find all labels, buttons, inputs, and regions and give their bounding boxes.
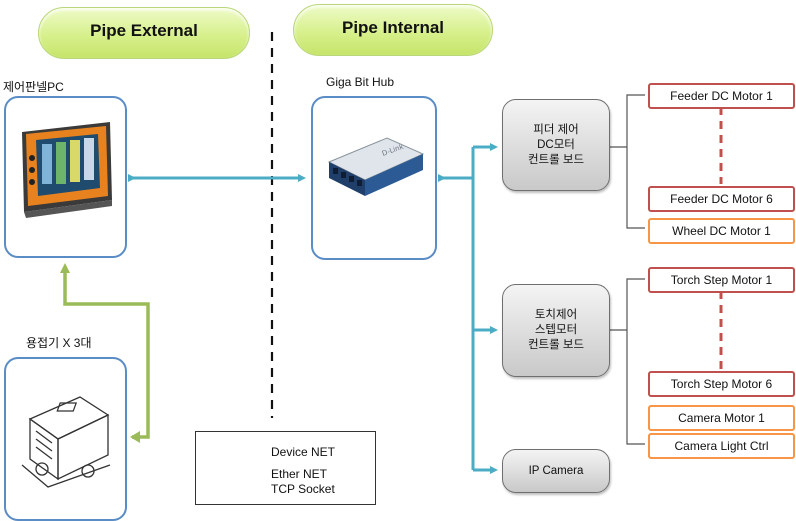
torch-board-line3: 컨트롤 보드 [527,339,585,351]
control-panel-pc-label: 제어판넬PC [3,80,64,94]
feeder-dc-motor-6: Feeder DC Motor 6 [648,186,795,212]
torch-bracket [626,278,645,445]
pipe-external-label: Pipe External [90,21,198,40]
legend-device-net-label: Device NET [271,445,336,459]
feeder-bracket [626,94,645,229]
hub-label: Giga Bit Hub [326,75,395,89]
touch-panel-pc-icon [16,118,114,218]
feeder-board-line3: 컨트롤 보드 [527,153,585,166]
pipe-external-zone: Pipe External [38,7,250,59]
welder-node [4,357,127,521]
hub-node: D-Link [311,96,437,260]
welder-pc-link [60,263,150,439]
camera-motor-1: Camera Motor 1 [648,405,795,431]
torch-step-motor-1: Torch Step Motor 1 [648,267,795,293]
pipe-internal-label: Pipe Internal [341,18,445,37]
ip-camera-label: IP Camera [528,464,584,477]
pipe-internal-zone: Pipe Internal [293,4,493,56]
welder-arrowhead [130,431,140,443]
feeder-control-board: 피더 제어 DC모터 컨트롤 보드 [502,99,610,191]
control-panel-pc-node [4,96,127,258]
torch-step-motor-6: Torch Step Motor 6 [648,371,795,397]
torch-board-line1: 토치제어 [534,309,578,321]
legend-tcp-socket-label: TCP Socket [271,482,335,496]
wheel-dc-motor-1: Wheel DC Motor 1 [648,218,795,244]
camera-light-ctrl: Camera Light Ctrl [648,433,795,459]
ip-camera-box: IP Camera [502,449,610,493]
feeder-board-line2: DC모터 [537,138,575,151]
legend [195,431,376,505]
welder-label: 용접기 X 3대 [26,336,92,350]
welding-machine-icon [18,387,114,497]
torch-board-line2: 스텝모터 [534,324,578,336]
feeder-board-line1: 피더 제어 [533,123,579,136]
legend-ether-net-label: Ether NET [271,467,328,481]
network-switch-icon: D-Link [325,132,425,202]
feeder-dc-motor-1: Feeder DC Motor 1 [648,83,795,109]
torch-control-board: 토치제어 스텝모터 컨트롤 보드 [502,284,610,377]
